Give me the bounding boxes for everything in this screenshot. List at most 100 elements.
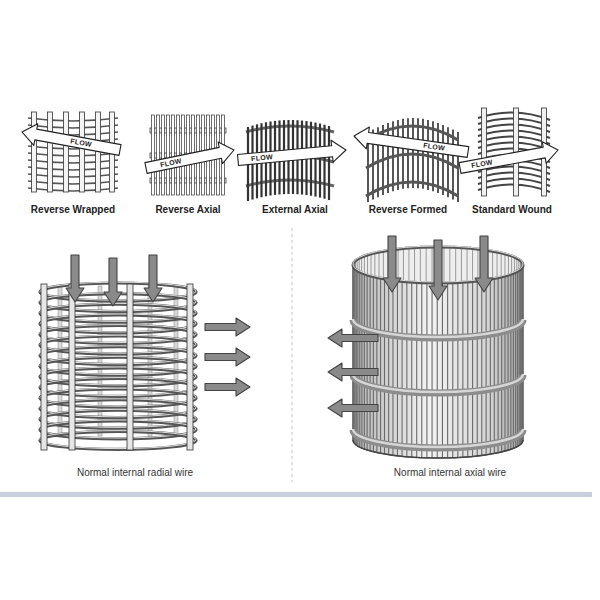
axial-wire (402, 281, 403, 456)
axial-wire (380, 278, 381, 453)
screen-type-label: External Axial (262, 204, 328, 215)
support-rod (366, 182, 458, 196)
back-rod (98, 286, 102, 436)
axial-wire (494, 278, 495, 453)
footer-bar (0, 492, 592, 497)
axial-wire (367, 275, 368, 450)
wrap-wire (28, 188, 118, 191)
axial-wire (376, 278, 377, 453)
inner-wire (374, 253, 375, 293)
axial-wire (467, 282, 468, 457)
axial-wire (152, 115, 155, 195)
axial-wire (498, 278, 499, 453)
support-rod (127, 284, 133, 450)
support-rod (366, 154, 458, 168)
caption: Normal internal axial wire (394, 467, 506, 478)
axial-wire (513, 273, 514, 448)
axial-wire (319, 124, 321, 198)
flow-arrow (459, 142, 558, 174)
inner-wire (514, 257, 515, 297)
outflow-arrow (328, 329, 378, 347)
down-arrow (144, 255, 162, 302)
axial-wire (392, 280, 393, 455)
down-arrow (383, 236, 401, 292)
axial-wire (373, 277, 374, 452)
inner-wire (426, 247, 427, 287)
outflow-arrow (205, 318, 250, 336)
down-arrow (429, 240, 447, 300)
inner-wire (378, 252, 379, 292)
cylinder-bottom (353, 440, 523, 458)
flow-label: FLOW (69, 137, 92, 148)
axial-wire (364, 274, 365, 449)
axial-wire (519, 270, 520, 445)
axial-wire (442, 283, 443, 458)
inner-wire (383, 251, 384, 291)
flow-arrow (354, 127, 469, 157)
inner-wire (432, 247, 433, 287)
axial-wire (515, 272, 516, 447)
axial-wire (437, 283, 438, 458)
axial-wire (462, 282, 463, 457)
axial-wire (397, 281, 398, 456)
flow-label: FLOW (251, 153, 273, 163)
inner-wire (443, 247, 444, 287)
wrap-wire (28, 160, 118, 163)
inner-wire (371, 254, 372, 294)
support-rod (69, 284, 75, 450)
support-rod (41, 284, 47, 450)
axial-wire (172, 115, 175, 195)
support-ring (353, 375, 523, 393)
support-ring-highlight (353, 429, 523, 447)
axial-wire (520, 269, 521, 444)
support-ring (353, 430, 523, 448)
axial-wire (486, 280, 487, 455)
divider (292, 228, 293, 482)
axial-wire (167, 115, 170, 195)
screen-type-label: Standard Wound (472, 204, 552, 215)
axial-wire (353, 268, 354, 443)
axial-wire (504, 276, 505, 451)
axial-wire (354, 269, 355, 444)
support-rod (187, 284, 193, 450)
screen-type-label: Reverse Wrapped (31, 204, 115, 215)
axial-wire (388, 280, 389, 455)
axial-wire (508, 275, 509, 450)
outflow-arrow (328, 399, 378, 417)
wrap-wire (28, 174, 118, 177)
flow-arrow (238, 140, 347, 165)
axial-wire (359, 272, 360, 447)
outflow-arrow (205, 348, 250, 366)
axial-wire (481, 280, 482, 455)
support-ring-highlight (353, 374, 523, 392)
inner-wire (497, 252, 498, 292)
axial-wire (406, 282, 407, 457)
back-rod (148, 286, 152, 436)
axial-wire (328, 126, 330, 200)
axial-wire (432, 283, 433, 458)
caption: Normal internal radial wire (77, 467, 193, 478)
inner-wire (492, 251, 493, 291)
flow-label: FLOW (470, 158, 493, 169)
flow-label: FLOW (422, 142, 445, 153)
axial-wire (357, 271, 358, 446)
flow-arrow (22, 124, 121, 156)
inner-wire (449, 247, 450, 287)
wrap-wire (28, 118, 118, 121)
axial-wire (452, 283, 453, 458)
outflow-arrow (328, 363, 378, 381)
axial-wire (457, 283, 458, 458)
wrap-wire (28, 153, 118, 156)
wrap-wire (28, 167, 118, 170)
axial-wire (356, 270, 357, 445)
axial-wire (370, 276, 371, 451)
axial-wire (522, 266, 523, 441)
wrap-wire (28, 181, 118, 184)
axial-wire (384, 279, 385, 454)
flow-label: FLOW (159, 157, 182, 169)
screen-type-label: Reverse Formed (369, 204, 447, 215)
flow-arrow (145, 142, 234, 173)
axial-wire (421, 283, 422, 458)
